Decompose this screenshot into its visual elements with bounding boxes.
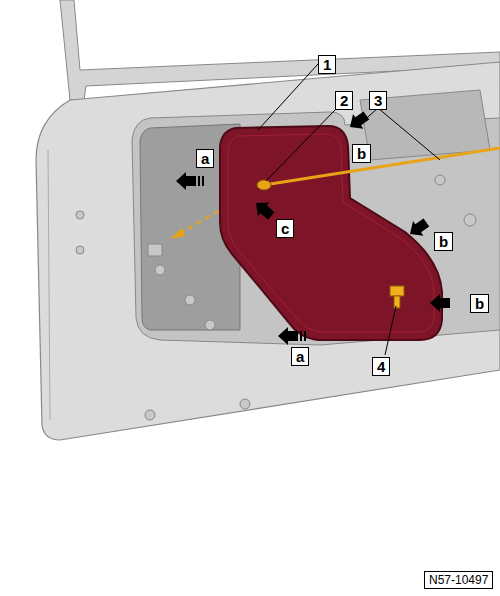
callout-number: 2 — [335, 91, 353, 110]
callout-letter: b — [470, 294, 489, 313]
direction-arrow — [176, 108, 450, 345]
cable-fitting — [257, 180, 271, 190]
clip — [390, 286, 404, 308]
callout-number: 3 — [369, 91, 387, 110]
callout-letter: a — [196, 149, 214, 168]
callout-letter: a — [291, 347, 309, 366]
foil-cover — [220, 126, 442, 340]
window-regulator — [360, 90, 490, 160]
callout-letter: b — [352, 144, 371, 163]
callout-number: 4 — [372, 357, 390, 376]
door-body — [36, 62, 500, 440]
callout-number: 1 — [318, 55, 336, 74]
callout-letter: b — [434, 232, 453, 251]
figure-code: N57-10497 — [424, 571, 493, 589]
cable — [264, 148, 500, 185]
callout-letter: c — [276, 219, 294, 238]
